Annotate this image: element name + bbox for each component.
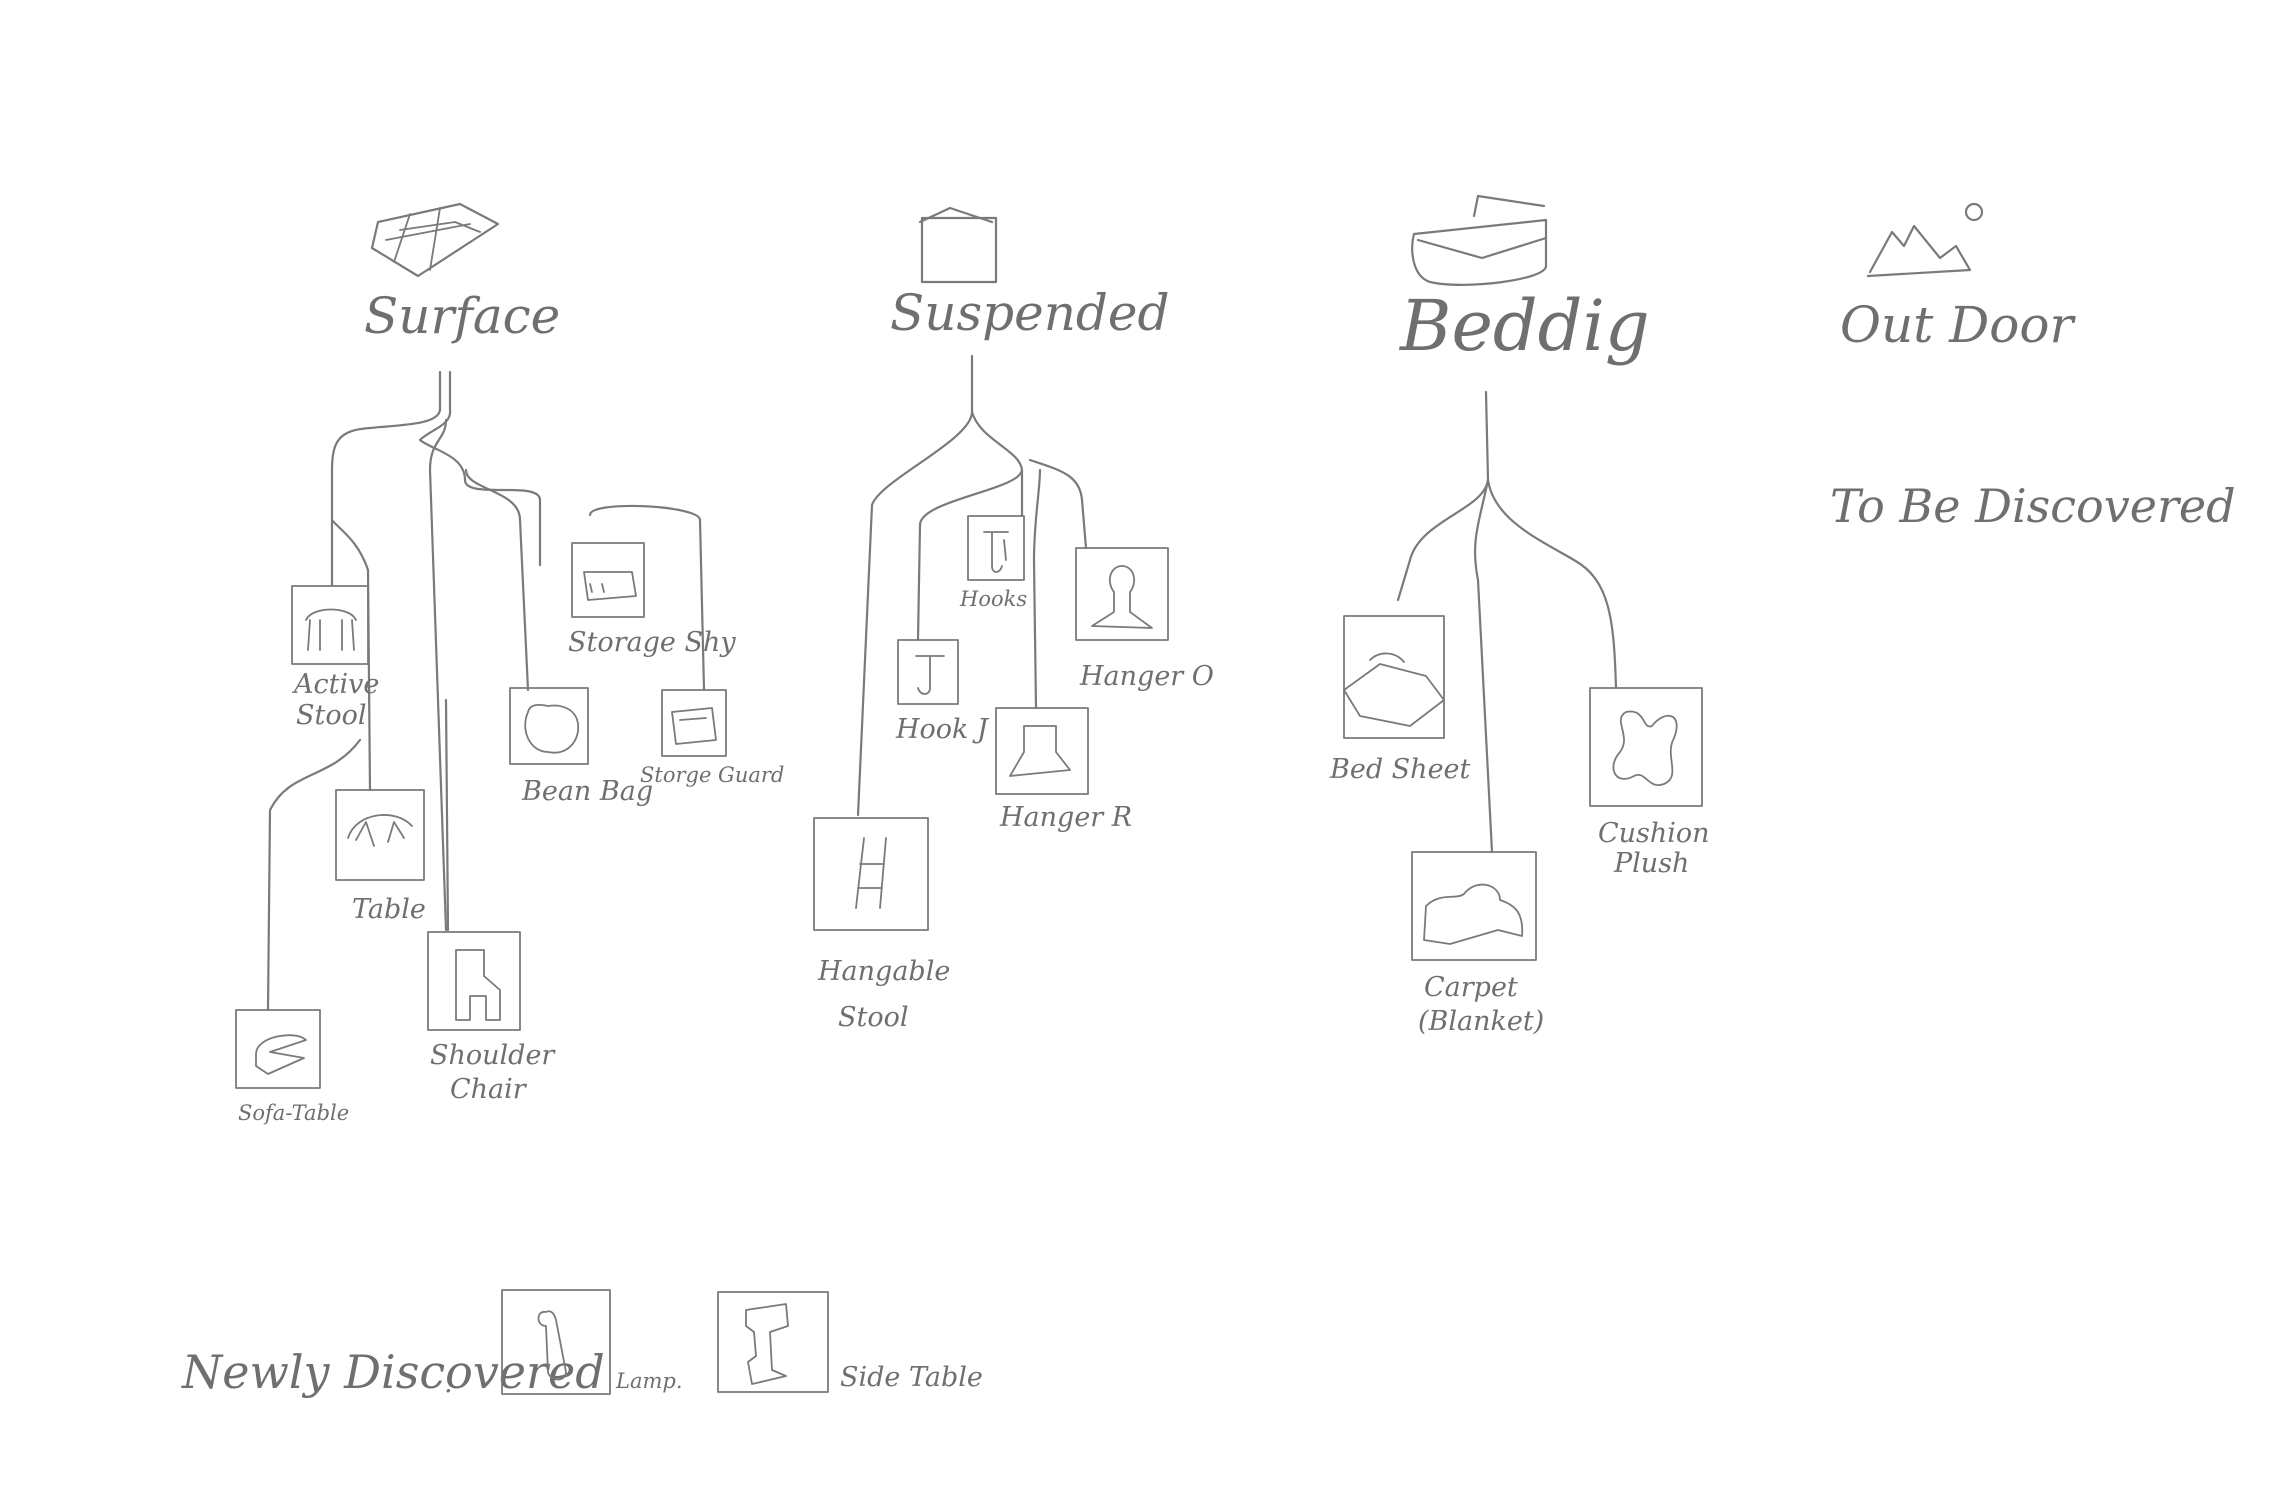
table-item[interactable]: Table [335,789,426,925]
cushion-plush-label-2: Plush [1613,848,1689,879]
bedding-icon [1411,194,1548,286]
storage-shy-icon [571,542,645,618]
shoulder-chair-label-2: Chair [450,1074,528,1105]
svg-text:.: . [444,1368,453,1399]
to-be-discovered-note: To Be Discovered [1830,479,2236,533]
hook-j-item[interactable]: Hook J [895,639,990,745]
suspended-icon [918,206,998,284]
hook-j-icon [897,639,959,705]
bean-bag-icon [509,687,589,765]
table-icon [335,789,425,881]
storage-shy-item[interactable]: Storage Shy [568,542,736,658]
bedding-branches [1396,390,1618,854]
shoulder-chair-label-1: Shoulder [430,1040,556,1071]
carpet-label-2: (Blanket) [1418,1006,1544,1037]
hangable-stool-label-2: Stool [838,1002,909,1033]
hangable-stool-icon [813,817,929,931]
hooks-icon [967,515,1025,581]
outdoor-category: Out Door To Be Discovered [1830,202,2236,533]
hangable-stool-item[interactable]: Hangable Stool [813,817,950,1033]
lamp-icon [501,1289,611,1395]
side-table-label: Side Table [840,1362,983,1393]
surface-category: Surface [364,202,560,345]
bean-bag-label: Bean Bag [521,776,653,807]
lamp-item[interactable]: Lamp. [501,1289,683,1395]
newly-discovered-label: Newly Discovered [181,1345,605,1399]
suspended-category: Suspended [890,206,1170,342]
surface-branches [266,370,706,1012]
surface-icon [370,202,500,278]
suspended-branches [856,354,1088,817]
hooks-label: Hooks [959,587,1027,611]
hooks-item[interactable]: Hooks [959,515,1027,611]
active-stool-label-2: Stool [296,700,367,731]
hook-j-label: Hook J [895,714,990,745]
carpet-item[interactable]: Carpet (Blanket) [1411,851,1544,1037]
cushion-plush-icon [1589,687,1703,807]
bed-sheet-item[interactable]: Bed Sheet [1329,615,1471,785]
sofa-table-item[interactable]: Sofa-Table [235,1009,349,1125]
hanger-r-label: Hanger R [999,802,1132,833]
cushion-plush-item[interactable]: Cushion Plush [1589,687,1710,879]
bed-sheet-label: Bed Sheet [1329,754,1471,785]
side-table-icon [717,1291,829,1393]
lamp-label: Lamp. [615,1369,683,1393]
carpet-icon [1411,851,1537,961]
hanger-o-item[interactable]: Hanger O [1075,547,1214,692]
sofa-table-label: Sofa-Table [238,1101,349,1125]
outdoor-label: Out Door [1840,296,2076,354]
surface-label: Surface [364,287,560,345]
storage-guard-label: Storge Guard [640,763,784,787]
storage-shy-label: Storage Shy [568,627,736,658]
table-label: Table [352,894,426,925]
cushion-plush-label-1: Cushion [1598,818,1710,849]
bed-sheet-icon [1343,615,1445,739]
storage-guard-item[interactable]: Storge Guard [640,689,784,787]
bedding-label: Beddig [1398,285,1650,367]
hanger-r-item[interactable]: Hanger R [995,707,1132,833]
suspended-label: Suspended [890,284,1170,342]
shoulder-chair-icon [427,931,521,1031]
sofa-table-icon [235,1009,321,1089]
hangable-stool-label-1: Hangable [817,956,950,987]
active-stool-icon [291,585,369,665]
shoulder-chair-item[interactable]: Shoulder Chair [427,931,556,1105]
hanger-o-icon [1075,547,1169,641]
active-stool-label-1: Active [291,669,379,700]
bedding-category: Beddig [1398,194,1650,367]
active-stool-item[interactable]: Active Stool [291,585,379,731]
storage-guard-icon [661,689,727,757]
hanger-o-label: Hanger O [1079,661,1214,692]
bean-bag-item[interactable]: Bean Bag [509,687,653,807]
hanger-r-icon [995,707,1089,795]
mountain-icon [1866,202,1984,278]
newly-discovered-section: Newly Discovered . Lamp. Side Table [181,1289,983,1399]
side-table-item[interactable]: Side Table [717,1291,983,1393]
carpet-label-1: Carpet [1424,972,1518,1003]
